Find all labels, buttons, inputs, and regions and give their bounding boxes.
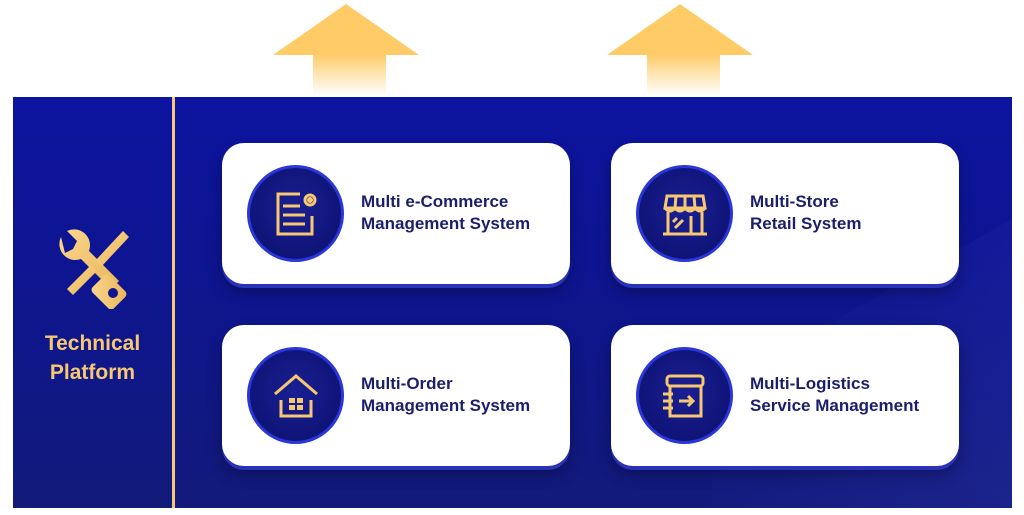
card-ecommerce: Multi e-Commerce Management System — [222, 143, 570, 284]
divider — [172, 97, 175, 508]
card-title-line1: Multi e-Commerce — [361, 192, 509, 211]
card-title-line2: Management System — [361, 396, 531, 415]
card-title-line1: Multi-Logistics — [750, 374, 870, 393]
card-title-line1: Multi-Store — [750, 192, 839, 211]
card-retail: Multi-Store Retail System — [611, 143, 959, 284]
house-icon — [274, 374, 318, 418]
icon-circle — [636, 347, 733, 444]
card-title-line2: Management System — [361, 214, 531, 233]
icon-circle — [247, 347, 344, 444]
icon-circle — [247, 165, 344, 262]
platform-label-line2: Platform — [49, 361, 136, 384]
card-title-line2: Service Management — [750, 396, 920, 415]
document-gear-icon — [276, 192, 317, 236]
technical-platform-panel: Technical Platform Multi e-Commerce Mana… — [13, 97, 1012, 508]
card-title-line2: Retail System — [750, 214, 862, 233]
storefront-icon — [663, 194, 707, 236]
up-arrow-right — [607, 4, 753, 96]
delivery-box-icon — [663, 374, 705, 418]
card-title-line1: Multi-Order — [361, 374, 453, 393]
icon-circle — [636, 165, 733, 262]
up-arrow-left — [273, 4, 419, 96]
wrench-screwdriver-icon — [59, 229, 129, 309]
platform-label-line1: Technical — [44, 332, 141, 355]
card-logistics: Multi-Logistics Service Management — [611, 325, 959, 466]
platform-sidebar: Technical Platform — [13, 97, 172, 508]
card-order: Multi-Order Management System — [222, 325, 570, 466]
